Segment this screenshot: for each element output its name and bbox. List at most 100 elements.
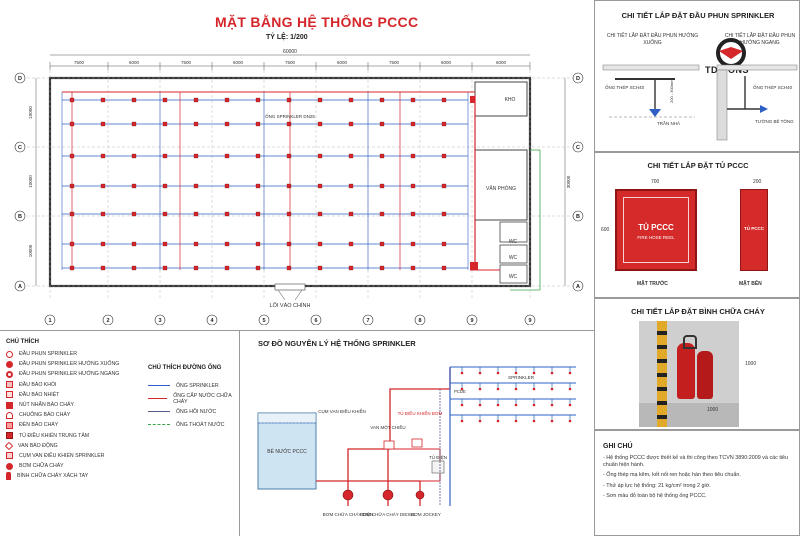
schem-head xyxy=(514,403,518,407)
dim-label: 200 - 300mm xyxy=(669,79,674,103)
notes-panel: GHI CHÚ - Hệ thống PCCC được thiết kế và… xyxy=(594,430,800,536)
dim-label: 7500 xyxy=(74,60,85,65)
sprinkler-detail-title: CHI TIẾT LẮP ĐẶT ĐẦU PHUN SPRINKLER xyxy=(621,11,775,20)
control-cab-label: TỦ ĐIỀU KHIỂN BƠM xyxy=(398,410,443,416)
legend-item: ĐẦU BÁO NHIỆT xyxy=(6,390,239,400)
schem-head xyxy=(460,371,464,375)
sprinkler-head xyxy=(69,153,75,159)
schematic-title: SƠ ĐỒ NGUYÊN LÝ HỆ THỐNG SPRINKLER xyxy=(258,339,416,348)
sprinkler-head xyxy=(286,211,292,217)
pipe-sch40-1: ỐNG THÉP SCH40 xyxy=(605,84,645,90)
plan-title: MẶT BẰNG HỆ THỐNG PCCC xyxy=(215,14,419,30)
sprinkler-head xyxy=(286,241,292,247)
sprinkler-head xyxy=(162,97,168,103)
extinguisher-2 xyxy=(697,351,713,399)
legend-item: BÌNH CHỮA CHÁY XÁCH TAY xyxy=(6,471,239,481)
column-bubble xyxy=(524,314,536,325)
sprinkler-head xyxy=(131,211,137,217)
sprinkler-head xyxy=(410,97,416,103)
extinguisher-height: 1000 xyxy=(745,361,757,367)
sprinkler-head xyxy=(224,183,230,189)
dim-label: 6000 xyxy=(233,60,244,65)
valve-set-icon xyxy=(6,452,13,460)
side-dim-label: 10000 xyxy=(28,244,33,257)
sprinkler-icon xyxy=(6,350,13,358)
cabinet-detail-title: CHI TIẾT LẮP ĐẶT TỦ PCCC xyxy=(647,161,749,170)
column-label: 6 xyxy=(314,318,317,324)
schem-head xyxy=(496,419,500,423)
control-panel-icon xyxy=(6,432,13,440)
sprinkler-head xyxy=(100,211,106,217)
row-label: B xyxy=(18,214,22,220)
column-label: 9 xyxy=(470,318,473,324)
sprinkler-head xyxy=(162,183,168,189)
sprinkler-head xyxy=(131,265,137,271)
sprinkler-head xyxy=(379,183,385,189)
column-bubble xyxy=(310,314,322,325)
row-label: D xyxy=(18,76,22,82)
schem-head xyxy=(478,387,482,391)
pipe-legend-item: ỐNG HỒI NƯỚC xyxy=(148,405,238,418)
sprinkler-head xyxy=(255,241,261,247)
column-bubble xyxy=(206,314,218,325)
extinguisher-photo xyxy=(639,321,739,427)
sprinkler-head xyxy=(131,183,137,189)
sprinkler-horiz-label: CHI TIẾT LẮP ĐẶT ĐẦU PHUN HƯỚNG NGANG xyxy=(724,33,796,46)
sprinkler-head xyxy=(193,183,199,189)
sprinkler-head xyxy=(255,183,261,189)
sprinkler-head xyxy=(255,211,261,217)
row-bubble xyxy=(572,280,584,292)
sprinkler-head xyxy=(317,121,323,127)
sprinkler-head xyxy=(100,183,106,189)
schem-head xyxy=(532,387,536,391)
legend-item: TỦ ĐIỀU KHIỂN TRUNG TÂM xyxy=(6,431,239,441)
sprinkler-head xyxy=(162,153,168,159)
schem-head xyxy=(568,419,572,423)
cabinet-side-view-label: MẶT BÊN xyxy=(739,281,762,287)
cabinet-label: TỦ PCCC xyxy=(638,223,674,232)
gauge-cab-label: TỦ ĐIỆN xyxy=(429,453,447,460)
sprinkler-head xyxy=(348,211,354,217)
sprinkler-head xyxy=(224,211,230,217)
sprinkler-head xyxy=(441,97,447,103)
cabinet-detail-panel: CHI TIẾT LẮP ĐẶT TỦ PCCC 700 200 600 TỦ … xyxy=(594,152,800,298)
sprinkler-head xyxy=(441,241,447,247)
sprinkler-head xyxy=(441,265,447,271)
sprinkler-head xyxy=(100,265,106,271)
sprinkler-head xyxy=(131,121,137,127)
room-wc-2: WC xyxy=(509,255,518,261)
legend-item: VAN BÁO ĐỘNG xyxy=(4,441,239,451)
cabinet-width-front: 700 xyxy=(651,179,660,185)
pipe-legend-item: ỐNG THOÁT NƯỚC xyxy=(148,418,238,431)
pump-icon xyxy=(6,462,13,470)
pipe-supply-line xyxy=(148,398,168,399)
one-way-label: VAN MỘT CHIỀU xyxy=(370,424,405,430)
sprinkler-head xyxy=(379,241,385,247)
row-bubble xyxy=(572,72,584,84)
sprinkler-head xyxy=(441,121,447,127)
cabinet-front: TỦ PCCC FIRE HOSE REEL xyxy=(615,189,697,271)
sprinkler-head xyxy=(255,121,261,127)
cabinet-front-label: MẶT TRƯỚC xyxy=(637,281,668,287)
sprinkler-head xyxy=(317,265,323,271)
sprinkler-head xyxy=(131,241,137,247)
pipe-legend-title: CHÚ THÍCH ĐƯỜNG ỐNG xyxy=(148,365,222,371)
valve-set-label: CỤM VAN ĐIỀU KHIỂN xyxy=(318,408,365,414)
sprinkler-head xyxy=(193,265,199,271)
sprinkler-head xyxy=(69,97,75,103)
schem-head xyxy=(550,371,554,375)
legend-title: CHÚ THÍCH xyxy=(6,339,39,345)
row-label: D xyxy=(576,76,580,82)
sprinkler-head xyxy=(255,153,261,159)
schem-head xyxy=(550,403,554,407)
pump-jockey-icon xyxy=(415,490,425,500)
sprinkler-head xyxy=(379,121,385,127)
row-bubble xyxy=(14,210,26,222)
column-label: 3 xyxy=(158,318,161,324)
sprinkler-head xyxy=(317,211,323,217)
legend-item: NÚT NHẤN BÁO CHÁY xyxy=(6,400,239,410)
sprinkler-head xyxy=(224,97,230,103)
column-label: 2 xyxy=(106,318,109,324)
